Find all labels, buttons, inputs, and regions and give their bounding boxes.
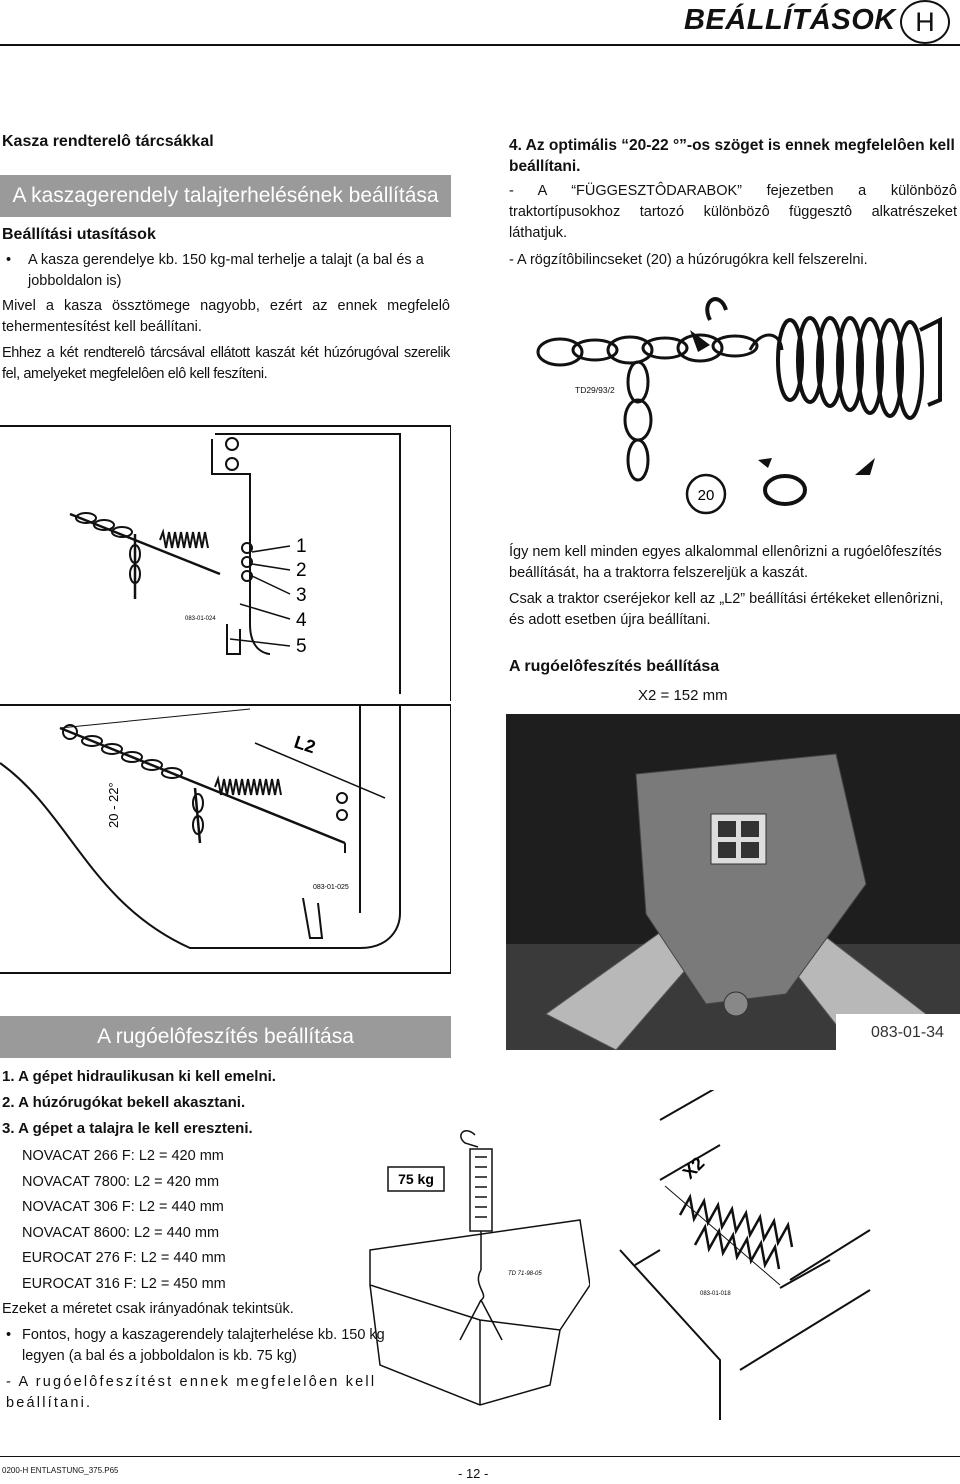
callout-num-5: 5 bbox=[296, 636, 307, 657]
model-row-3: NOVACAT 306 F: L2 = 440 mm bbox=[22, 1199, 224, 1215]
figure-code-td29: TD29/93/2 bbox=[575, 385, 615, 395]
bullet-dot: • bbox=[6, 252, 12, 268]
callout-num-3: 3 bbox=[296, 585, 307, 606]
figure-code-083-01-018: 083-01-018 bbox=[700, 1291, 731, 1297]
model-row-5: EUROCAT 276 F: L2 = 440 mm bbox=[22, 1250, 226, 1266]
model-row-2: NOVACAT 7800: L2 = 420 mm bbox=[22, 1174, 220, 1190]
figure-4-x2-spring: X2 083-01-018 bbox=[619, 1090, 871, 1420]
bullet-text-2: Fontos, hogy a kaszagerendely talajterhe… bbox=[22, 1327, 385, 1364]
footer-file: 0200-H ENTLASTUNG_375.P65 bbox=[2, 1466, 119, 1475]
step-3: 3. A gépet a talajra le kell ereszteni. bbox=[2, 1120, 253, 1137]
paragraph-4: Csak a traktor cseréjekor kell az „L2” b… bbox=[509, 591, 944, 628]
callout-num-4: 4 bbox=[296, 610, 307, 631]
photo-code: 083-01-34 bbox=[871, 1024, 944, 1041]
x2-label: X2 bbox=[679, 1153, 709, 1183]
step-4: 4. Az optimális “20-22 °”-os szöget is e… bbox=[509, 137, 955, 175]
figure-3-spring-scale: 75 kg TD 71-98-05 bbox=[369, 1130, 590, 1406]
label-angle: 20 - 22° bbox=[106, 782, 121, 828]
chain-spring-clamp-illustration: 20 bbox=[536, 297, 942, 515]
figure-1-spring-bracket: 1 2 3 4 5 083-01-024 bbox=[0, 425, 451, 701]
paragraph-3: Így nem kell minden egyes alkalommal ell… bbox=[509, 544, 942, 581]
model-row-4: NOVACAT 8600: L2 = 440 mm bbox=[22, 1225, 220, 1241]
figure-1-panel bbox=[0, 424, 451, 703]
model-row-1: NOVACAT 266 F: L2 = 420 mm bbox=[22, 1148, 224, 1164]
dash-item-3: - A rugóelôfeszítést ennek megfelelôen k… bbox=[6, 1374, 377, 1411]
callout-num-2: 2 bbox=[296, 560, 307, 581]
step-2: 2. A húzórugókat bekell akasztani. bbox=[2, 1094, 246, 1111]
callout-num-1: 1 bbox=[296, 536, 307, 557]
page-number: - 12 - bbox=[458, 1466, 489, 1481]
figure-code-083-01-024: 083-01-024 bbox=[185, 616, 216, 622]
note: Ezeket a méretet csak irányadónak tekint… bbox=[2, 1301, 294, 1317]
model-row-6: EUROCAT 316 F: L2 = 450 mm bbox=[22, 1276, 226, 1292]
page-header-title: BEÁLLÍTÁSOK bbox=[684, 4, 896, 36]
section-title: Kasza rendterelô tárcsákkal bbox=[2, 133, 214, 150]
x2-value: X2 = 152 mm bbox=[638, 687, 728, 704]
step-1: 1. A gépet hidraulikusan ki kell emelni. bbox=[2, 1068, 276, 1085]
right-heading: A rugóelôfeszítés beállítása bbox=[509, 658, 720, 675]
bullet-text-1: A kasza gerendelye kb. 150 kg-mal terhel… bbox=[28, 252, 424, 289]
bullet-dot-2: • bbox=[6, 1327, 12, 1343]
subtitle: Beállítási utasítások bbox=[2, 226, 156, 243]
weight-label: 75 kg bbox=[398, 1171, 434, 1187]
label-l2: L2 bbox=[292, 732, 318, 758]
mower-photo: 083-01-34 bbox=[506, 714, 960, 1050]
figure-2-angle-l2: L2 20 - 22° 083-01-025 bbox=[0, 704, 451, 974]
dash-item-1: - A “FÜGGESZTÔDARABOK” fejezetben a külö… bbox=[509, 183, 957, 241]
footer-rule bbox=[0, 1456, 960, 1457]
dash-item-2: - A rögzítôbilincseket (20) a húzórugókr… bbox=[509, 252, 868, 268]
figure-code-083-01-025: 083-01-025 bbox=[313, 884, 349, 891]
banner-heading-2: A rugóelôfeszítés beállítása bbox=[0, 1016, 451, 1058]
section-letter-badge: H bbox=[900, 0, 950, 44]
header-rule bbox=[0, 44, 960, 46]
paragraph-2: Ehhez a két rendterelô tárcsával ellátot… bbox=[2, 345, 450, 382]
figure-code-td71: TD 71-98-05 bbox=[508, 1271, 542, 1277]
banner-heading-1: A kaszagerendely talajterhelésének beáll… bbox=[0, 175, 451, 217]
paragraph-1: Mivel a kasza össztömege nagyobb, ezért … bbox=[2, 298, 450, 335]
callout-20: 20 bbox=[698, 487, 715, 504]
